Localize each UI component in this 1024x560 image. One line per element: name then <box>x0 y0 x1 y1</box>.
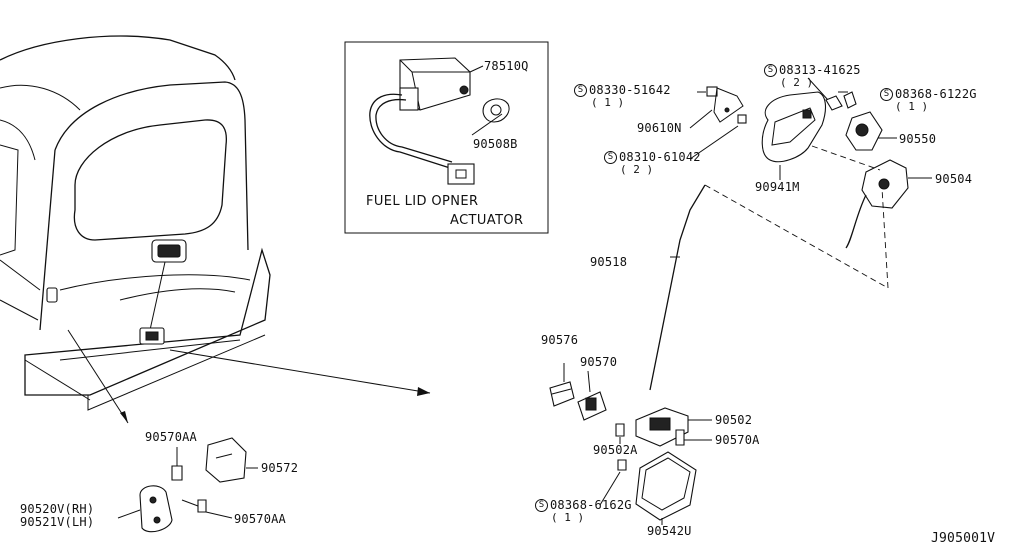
label-striker: 90570 <box>580 355 618 369</box>
bumper-stopper-parts <box>117 437 258 533</box>
label-retainer: 90610N <box>637 121 682 135</box>
label-gasket: 90508B <box>473 137 518 151</box>
label-lock-assembly: 90550 <box>899 132 937 146</box>
label-handle: 90502 <box>715 413 753 427</box>
qty-screw-e: ( 1 ) <box>551 511 585 524</box>
label-bolt-handle: 90570A <box>715 433 760 447</box>
label-screw-e: 08368-6162G <box>550 498 632 512</box>
s-symbol-icon: S <box>574 84 587 97</box>
inset-frame <box>344 41 549 234</box>
label-finisher: 90542U <box>647 524 692 538</box>
label-bolt-top: 90570AA <box>145 430 197 444</box>
label-screw-c: 08368-6122G <box>895 87 977 101</box>
qty-screw-c: ( 1 ) <box>895 100 929 113</box>
qty-screw-b: ( 2 ) <box>780 76 814 89</box>
label-cover: 90941M <box>755 180 800 194</box>
label-rod: 90518 <box>590 255 628 269</box>
label-screw-a: 08330-51642 <box>589 83 671 97</box>
label-screw-b: 08313-41625 <box>779 63 861 77</box>
vehicle-rear-illustration <box>0 35 431 424</box>
s-symbol-icon: S <box>880 88 893 101</box>
s-symbol-icon: S <box>764 64 777 77</box>
qty-screw-a: ( 1 ) <box>591 96 625 109</box>
label-screw-d: 08310-61042 <box>619 150 701 164</box>
diagram-id: J905001V <box>931 531 996 546</box>
qty-screw-d: ( 2 ) <box>620 163 654 176</box>
lock-components <box>549 77 932 525</box>
label-cap: 90576 <box>541 333 579 347</box>
label-bumper-rh: 90520V(RH) <box>20 502 95 516</box>
s-symbol-icon: S <box>535 499 548 512</box>
label-stopper: 90572 <box>261 461 299 475</box>
label-bolt-bottom: 90570AA <box>234 512 286 526</box>
inset-caption-line1: FUEL LID OPNER <box>366 194 479 209</box>
label-bracket-handle: 90502A <box>593 443 638 457</box>
label-bumper-lh: 90521V(LH) <box>20 515 95 529</box>
s-symbol-icon: S <box>604 151 617 164</box>
inset-caption-line2: ACTUATOR <box>450 213 524 228</box>
label-actuator: 78510Q <box>484 59 529 73</box>
label-back-door-lock: 90504 <box>935 172 973 186</box>
